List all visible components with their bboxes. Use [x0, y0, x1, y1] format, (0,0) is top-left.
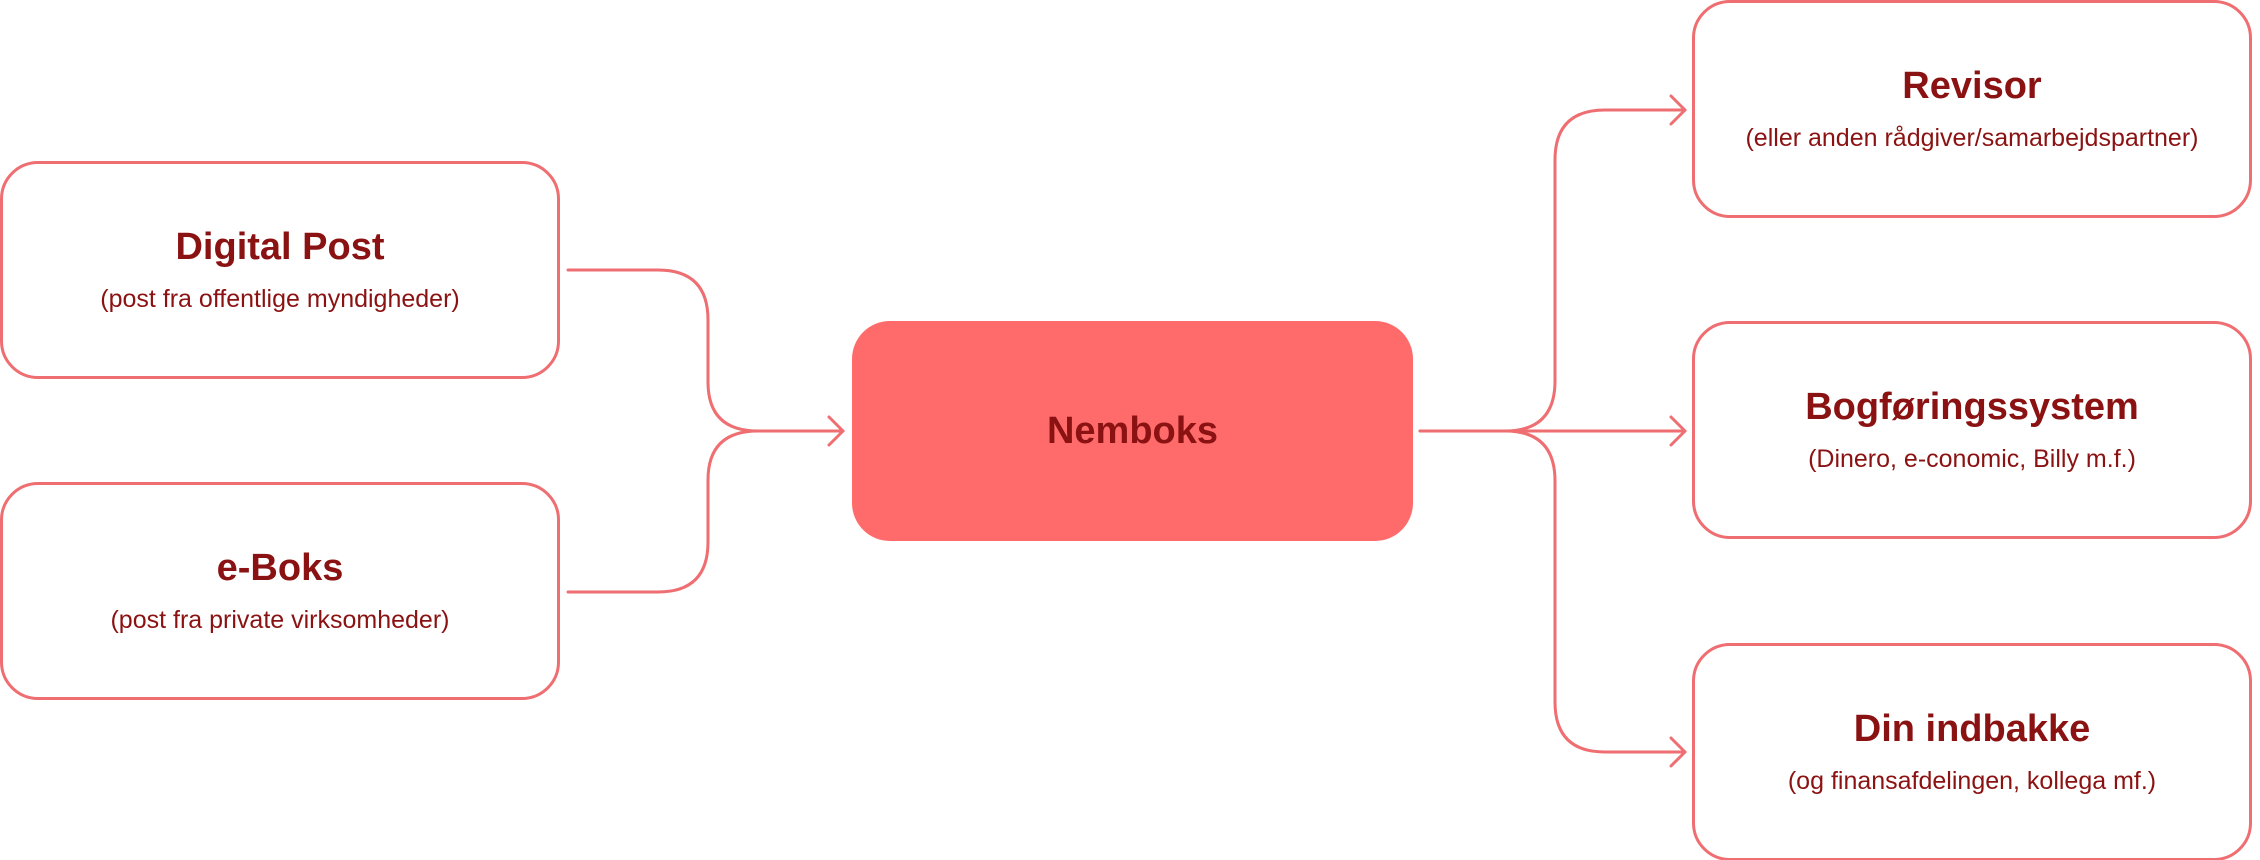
connector-hub-to-indbakke	[1503, 429, 1687, 754]
source-node-digital-post: Digital Post (post fra offentlige myndig…	[0, 161, 560, 379]
arrow-head-icon	[1669, 736, 1687, 768]
node-title: e-Boks	[216, 547, 344, 589]
arrow-head-icon	[1669, 415, 1687, 447]
node-title: Bogføringssystem	[1805, 386, 2139, 428]
destination-node-revisor: Revisor (eller anden rådgiver/samarbejds…	[1692, 0, 2252, 218]
connector-eboks-to-hub	[566, 429, 845, 594]
arrow-head-icon	[827, 415, 845, 447]
hub-title: Nemboks	[1046, 410, 1219, 452]
destination-node-indbakke: Din indbakke (og finansafdelingen, kolle…	[1692, 643, 2252, 860]
destination-node-bogforing: Bogføringssystem (Dinero, e-conomic, Bil…	[1692, 321, 2252, 539]
node-subtitle: (Dinero, e-conomic, Billy m.f.)	[1808, 445, 2136, 473]
node-subtitle: (post fra private virksomheder)	[110, 606, 450, 634]
node-subtitle: (og finansafdelingen, kollega mf.)	[1787, 767, 2157, 795]
hub-node-nemboks: Nemboks	[852, 321, 1413, 541]
connector-digital-post-to-hub	[566, 268, 845, 433]
node-title: Din indbakke	[1853, 708, 2091, 750]
connector-hub-to-revisor	[1418, 108, 1687, 433]
node-subtitle: (post fra offentlige myndigheder)	[100, 285, 460, 313]
node-title: Revisor	[1902, 65, 2042, 107]
node-title: Digital Post	[175, 226, 385, 268]
arrow-head-icon	[1669, 94, 1687, 126]
source-node-eboks: e-Boks (post fra private virksomheder)	[0, 482, 560, 700]
node-subtitle: (eller anden rådgiver/samarbejdspartner)	[1745, 124, 2199, 152]
